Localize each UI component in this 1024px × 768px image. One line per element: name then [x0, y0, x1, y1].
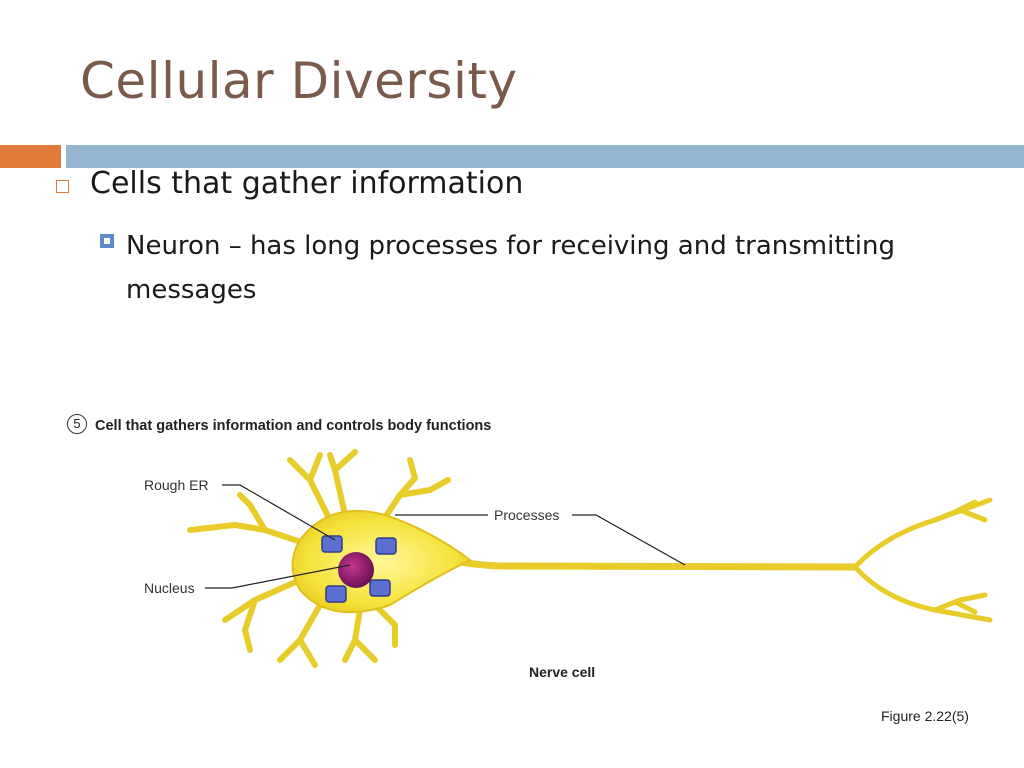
- sub-bullet-square-icon: [100, 234, 114, 248]
- dendrites: [187, 449, 451, 668]
- label-nucleus: Nucleus: [144, 580, 195, 596]
- label-processes: Processes: [494, 507, 560, 523]
- rough-er-icons: [321, 535, 397, 603]
- figure-heading: Cell that gathers information and contro…: [95, 418, 492, 434]
- bullet-cells-gather-info: Cells that gather information: [90, 166, 524, 201]
- accent-bar-blue: [66, 145, 1024, 168]
- axon-terminals: [852, 497, 993, 623]
- cell-body: [291, 509, 472, 614]
- figure-caption: Nerve cell: [529, 664, 596, 680]
- label-leader-lines: [205, 484, 686, 589]
- slide-title: Cellular Diversity: [80, 52, 518, 110]
- sub-bullet-neuron: Neuron – has long processes for receivin…: [126, 231, 895, 305]
- bullet-square-icon: [56, 180, 69, 193]
- axon: [418, 546, 856, 571]
- label-rough-er: Rough ER: [144, 477, 209, 493]
- nucleus-icon: [338, 552, 374, 588]
- figure-number-badge: 5: [67, 414, 87, 434]
- figure-reference: Figure 2.22(5): [881, 708, 969, 724]
- accent-bar-orange: [0, 145, 61, 168]
